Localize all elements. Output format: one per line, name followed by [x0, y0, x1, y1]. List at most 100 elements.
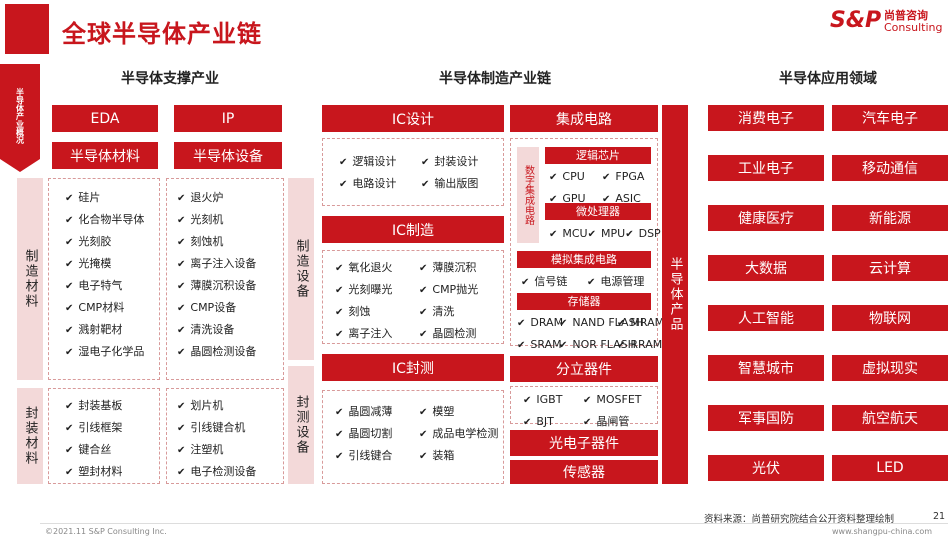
memory-item: RRAM: [617, 334, 664, 356]
analog-ic-label: 模拟集成电路: [517, 251, 651, 268]
mfg-equipment-item: 光刻机: [177, 209, 283, 231]
micro-processor-items: MCUMPUDSP: [549, 223, 661, 245]
discrete-item: BJT: [523, 411, 583, 433]
footer-divider: [40, 523, 948, 524]
application-item: 航空航天: [832, 405, 948, 431]
ic-design-items: 逻辑设计封装设计电路设计输出版图: [339, 151, 503, 195]
mfg-equipment-item: CMP设备: [177, 297, 283, 319]
sensor-box: 传感器: [510, 460, 658, 484]
mfg-equipment-item: 清洗设备: [177, 319, 283, 341]
mfg-equipment-label: 制造设备: [288, 178, 314, 360]
ic-pkg-item: 模塑: [419, 401, 503, 423]
title-marker: [5, 4, 49, 54]
application-item: 智慧城市: [708, 355, 824, 381]
ic-design-list: 逻辑设计封装设计电路设计输出版图: [322, 138, 504, 206]
ic-pkg-item: 晶圆减薄: [335, 401, 419, 423]
application-item: 人工智能: [708, 305, 824, 331]
ic-fab-list: 氧化退火薄膜沉积光刻曝光CMP抛光刻蚀清洗离子注入晶圆检测: [322, 250, 504, 344]
side-tag: 半导体产业概况: [0, 64, 40, 172]
memory-item: SRAM: [517, 334, 561, 356]
company-logo: S&P 尚普咨询 Consulting: [830, 6, 950, 36]
pkg-material-item: 封装基板: [65, 395, 159, 417]
mfg-material-item: 电子特气: [65, 275, 159, 297]
page-number: 21: [933, 511, 946, 522]
pkg-equipment-item: 注塑机: [177, 439, 283, 461]
discrete-item: IGBT: [523, 389, 583, 411]
application-item: 光伏: [708, 455, 824, 481]
ic-fab-item: 晶圆检测: [419, 323, 503, 345]
ic-fab-item: 清洗: [419, 301, 503, 323]
logo-cn: 尚普咨询: [884, 9, 928, 22]
pkg-material-item: 引线框架: [65, 417, 159, 439]
manufacturing-header: 半导体制造产业链: [439, 71, 551, 87]
materials-box: 半导体材料: [52, 142, 158, 169]
pkg-equipment-label: 封测设备: [288, 366, 314, 484]
ic-fab-item: 薄膜沉积: [419, 257, 503, 279]
logo-en: Consulting: [884, 21, 943, 34]
memory-item: NAND FLASH: [559, 312, 643, 334]
logic-chip-items: CPUFPGAGPUASIC: [549, 166, 655, 210]
discrete-item: MOSFET: [583, 389, 657, 411]
discrete-items: IGBTMOSFETBJT晶闸管: [523, 389, 657, 433]
pkg-equipment-items: 划片机引线键合机注塑机电子检测设备: [177, 395, 283, 483]
ic-pkg-box: IC封测: [322, 354, 504, 381]
mfg-material-item: 光掩模: [65, 253, 159, 275]
ic-pkg-item: 晶圆切割: [335, 423, 419, 445]
mfg-equipment-item: 薄膜沉积设备: [177, 275, 283, 297]
pkg-materials-label: 封装材料: [17, 388, 43, 484]
application-item: 工业电子: [708, 155, 824, 181]
mfg-equipment-item: 晶圆检测设备: [177, 341, 283, 363]
mfg-materials-label: 制造材料: [17, 178, 43, 380]
logo-mark: S&P: [830, 8, 882, 33]
ic-box: 集成电路: [510, 105, 658, 132]
ic-pkg-list: 晶圆减薄模塑晶圆切割成品电学检测引线键合装箱: [322, 390, 504, 484]
memory-items: DRAMNAND FLASHMRAMSRAMNOR FLASHRRAM: [517, 312, 664, 356]
optoelectronic-box: 光电子器件: [510, 430, 658, 456]
logic-chip-item: GPU: [549, 188, 602, 210]
mfg-material-item: 硅片: [65, 187, 159, 209]
logic-chip-item: FPGA: [602, 166, 655, 188]
application-item: 虚拟现实: [832, 355, 948, 381]
micro-processor-item: MCU: [549, 223, 587, 245]
application-grid: 消费电子汽车电子工业电子移动通信健康医疗新能源大数据云计算人工智能物联网智慧城市…: [708, 105, 948, 481]
discrete-list: IGBTMOSFETBJT晶闸管: [510, 386, 658, 428]
application-item: 大数据: [708, 255, 824, 281]
mfg-materials-list: 硅片化合物半导体光刻胶光掩模电子特气CMP材料溅射靶材湿电子化学品: [48, 178, 160, 380]
application-item: 健康医疗: [708, 205, 824, 231]
ic-fab-item: 氧化退火: [335, 257, 419, 279]
mfg-equipment-item: 离子注入设备: [177, 253, 283, 275]
application-item: LED: [832, 455, 948, 481]
pkg-equipment-item: 电子检测设备: [177, 461, 283, 483]
mfg-material-item: 湿电子化学品: [65, 341, 159, 363]
ic-design-item: 输出版图: [421, 173, 503, 195]
analog-ic-items: 信号链电源管理: [521, 271, 655, 293]
ic-fab-item: 光刻曝光: [335, 279, 419, 301]
side-tag-label: 半导体产业概况: [15, 88, 25, 144]
application-item: 汽车电子: [832, 105, 948, 131]
support-header: 半导体支撑产业: [121, 71, 219, 87]
mfg-material-item: 溅射靶材: [65, 319, 159, 341]
application-item: 军事国防: [708, 405, 824, 431]
memory-item: DRAM: [517, 312, 563, 334]
application-item: 云计算: [832, 255, 948, 281]
discrete-box: 分立器件: [510, 356, 658, 382]
mfg-material-item: 化合物半导体: [65, 209, 159, 231]
application-item: 移动通信: [832, 155, 948, 181]
eda-box: EDA: [52, 105, 158, 132]
ic-pkg-item: 引线键合: [335, 445, 419, 467]
ic-design-item: 封装设计: [421, 151, 503, 173]
pkg-equipment-item: 划片机: [177, 395, 283, 417]
ic-fab-box: IC制造: [322, 216, 504, 243]
application-header: 半导体应用领域: [779, 71, 877, 87]
equipment-box: 半导体设备: [174, 142, 282, 169]
mfg-materials-items: 硅片化合物半导体光刻胶光掩模电子特气CMP材料溅射靶材湿电子化学品: [65, 187, 159, 363]
digital-ic-label: 数字集成电路: [517, 147, 539, 243]
ic-fab-item: 离子注入: [335, 323, 419, 345]
discrete-item: 晶闸管: [583, 411, 657, 433]
ic-design-item: 电路设计: [339, 173, 421, 195]
ic-design-item: 逻辑设计: [339, 151, 421, 173]
ic-fab-item: CMP抛光: [419, 279, 503, 301]
page-title: 全球半导体产业链: [62, 20, 262, 48]
mfg-equipment-item: 刻蚀机: [177, 231, 283, 253]
micro-processor-item: MPU: [588, 223, 625, 245]
